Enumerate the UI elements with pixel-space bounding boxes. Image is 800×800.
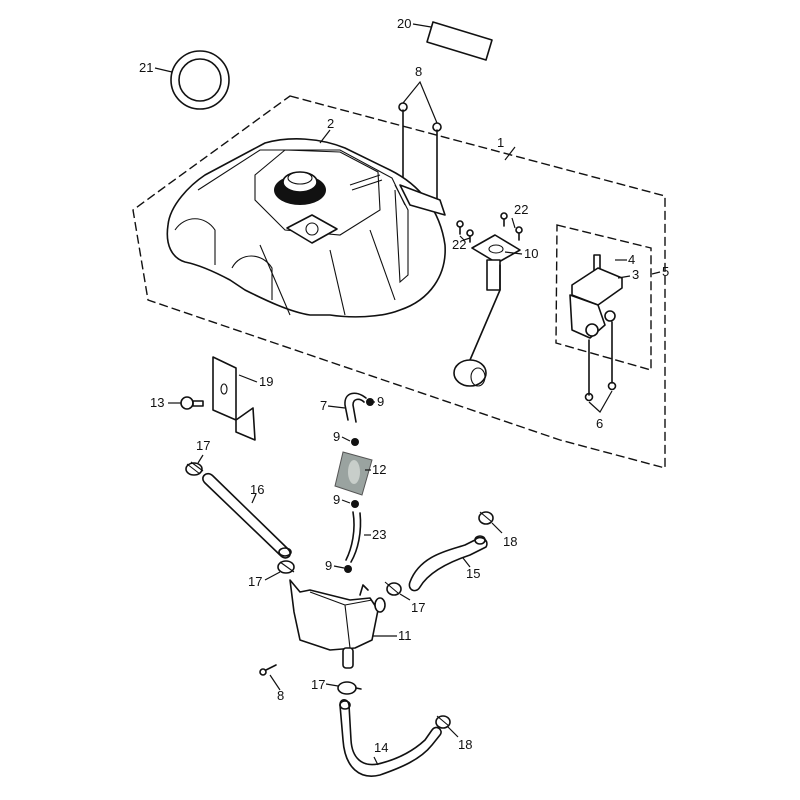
callout-19: 19 <box>259 374 273 389</box>
part-23-hose <box>345 511 362 563</box>
part-13-bolt <box>180 396 204 410</box>
part-9-clamps <box>344 398 374 573</box>
part-8-bolt-lower <box>259 664 277 676</box>
callout-1: 1 <box>497 135 504 150</box>
part-17-clamp-right <box>384 581 402 596</box>
part-3-4-fuel-cock <box>569 254 623 339</box>
part-19-bracket <box>212 356 256 441</box>
callout-23: 23 <box>372 527 386 542</box>
part-12-fuel-filter <box>334 451 373 496</box>
callout-17-d: 17 <box>311 677 325 692</box>
callout-9-a: 9 <box>377 394 384 409</box>
callout-8-bottom: 8 <box>277 688 284 703</box>
callout-8-top: 8 <box>415 64 422 79</box>
callout-17-b: 17 <box>248 574 262 589</box>
part-21-ring-gasket <box>170 50 230 110</box>
part-16-hose <box>202 472 292 559</box>
part-18-clamp-lower <box>435 715 451 729</box>
callout-17-c: 17 <box>411 600 425 615</box>
part-17-clamp-upper <box>185 461 204 476</box>
callout-9-b: 9 <box>333 429 340 444</box>
part-10-fuel-gauge-sender <box>453 234 521 387</box>
callout-5: 5 <box>662 264 669 279</box>
part-22-screws <box>456 212 523 243</box>
part-11-canister <box>289 579 386 669</box>
callout-17-a: 17 <box>196 438 210 453</box>
callout-14: 14 <box>374 740 388 755</box>
callout-20: 20 <box>397 16 411 31</box>
callout-7: 7 <box>320 398 327 413</box>
part-14-hose <box>339 698 442 777</box>
callout-9-c: 9 <box>333 492 340 507</box>
part-7-hose <box>344 392 367 423</box>
callout-13: 13 <box>150 395 164 410</box>
callout-3: 3 <box>632 267 639 282</box>
part-17-clamp-lower <box>337 681 362 695</box>
callout-11: 11 <box>398 628 412 643</box>
part-17-clamp-mid <box>277 560 295 574</box>
callout-9-d: 9 <box>325 558 332 573</box>
part-6-screws <box>584 321 617 413</box>
callout-18-a: 18 <box>503 534 517 549</box>
callout-6: 6 <box>596 416 603 431</box>
callout-22-b: 22 <box>514 202 528 217</box>
part-18-clamp-upper <box>478 511 494 525</box>
callout-22-a: 22 <box>452 237 466 252</box>
part-20-label-plate <box>426 21 493 61</box>
tank-assembly-boundary <box>132 95 666 469</box>
part-2-fuel-tank <box>166 138 446 318</box>
callout-16: 16 <box>250 482 264 497</box>
callout-18-b: 18 <box>458 737 472 752</box>
callout-4: 4 <box>628 252 635 267</box>
callout-10: 10 <box>524 246 538 261</box>
callout-21: 21 <box>139 60 153 75</box>
callout-12: 12 <box>372 462 386 477</box>
leader-lines <box>154 23 661 766</box>
part-15-hose <box>408 535 488 592</box>
callout-2: 2 <box>327 116 334 131</box>
fuel-cock-boundary <box>555 224 652 371</box>
callout-15: 15 <box>466 566 480 581</box>
